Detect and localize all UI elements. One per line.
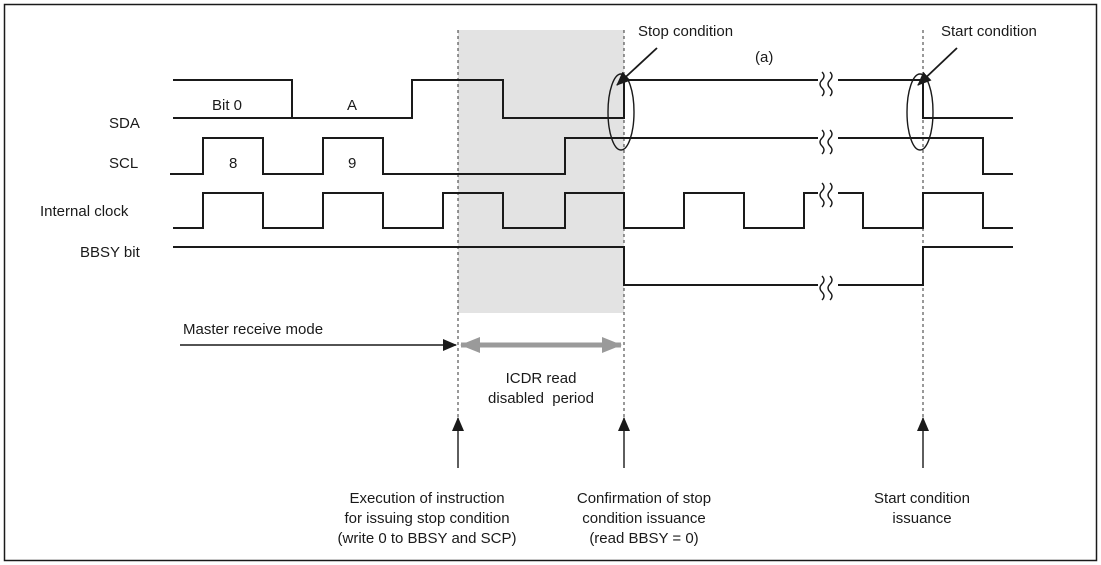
- internal-clock-label: Internal clock: [40, 203, 129, 220]
- master-receive-mode-label: Master receive mode: [183, 321, 323, 338]
- start-desc-line1: Start condition: [874, 490, 970, 507]
- icdr-label-line2: disabled period: [488, 390, 594, 407]
- start-desc-line2: issuance: [892, 510, 951, 527]
- exec-desc-line3: (write 0 to BBSY and SCP): [338, 530, 517, 547]
- icdr-disabled-shade: [458, 30, 624, 313]
- start-condition-label: Start condition: [941, 23, 1037, 40]
- diagram-border: [3, 3, 1098, 562]
- exec-desc-line1: Execution of instruction: [349, 490, 504, 507]
- bbsy-label: BBSY bit: [80, 244, 141, 261]
- sda-bit0-label: Bit 0: [212, 97, 242, 114]
- scl-label: SCL: [109, 155, 138, 172]
- sda-waveform: [173, 79, 1013, 119]
- marker-a-label: (a): [755, 49, 773, 66]
- bbsy-waveform: [173, 246, 1013, 286]
- stop-condition-label: Stop condition: [638, 23, 733, 40]
- confirm-desc-line2: condition issuance: [582, 510, 705, 527]
- stop-condition-arrow: [616, 47, 658, 86]
- internal-clock-waveform: [173, 192, 1013, 229]
- start-condition-arrow: [917, 47, 958, 86]
- break-symbols: [819, 71, 833, 301]
- sda-ack-label: A: [347, 97, 357, 114]
- sda-label: SDA: [109, 115, 140, 132]
- confirm-desc-line1: Confirmation of stop: [577, 490, 711, 507]
- confirm-desc-line3: (read BBSY = 0): [589, 530, 698, 547]
- scl-clk9-label: 9: [348, 155, 356, 172]
- icdr-label-line1: ICDR read: [506, 370, 577, 387]
- exec-desc-line2: for issuing stop condition: [344, 510, 509, 527]
- scl-clk8-label: 8: [229, 155, 237, 172]
